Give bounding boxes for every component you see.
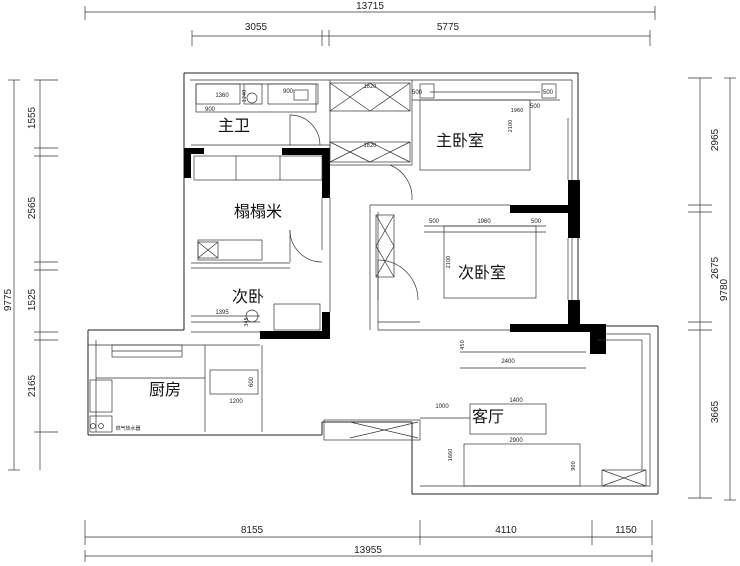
second-bedroom: 500 1960 500 2100 次卧室 <box>424 219 546 299</box>
bottom-dimensions: 8155 4110 1150 13955 <box>84 520 653 562</box>
lv-dim-2900: 2900 <box>509 438 523 444</box>
bottom-dim-2: 4110 <box>495 525 517 536</box>
mb-dim-500a: 500 <box>412 90 423 96</box>
mb-dim-500c: 500 <box>530 104 541 110</box>
interior-walls <box>88 80 573 432</box>
master-bedroom: 500 500 500 2100 1960 主卧室 <box>412 83 560 171</box>
sb-dim-2100: 2100 <box>446 256 452 269</box>
sb-dim-500b: 500 <box>531 219 542 225</box>
lv-dim-900: 900 <box>571 461 577 471</box>
bath-dim-900b: 900 <box>283 89 294 95</box>
lv-dim-2400: 2400 <box>501 359 515 365</box>
room-label-living-room: 客厅 <box>472 407 504 426</box>
room-label-small-bedroom: 次卧 <box>232 287 264 306</box>
right-dim-2: 2675 <box>710 256 721 279</box>
mb-dim-1960: 1960 <box>511 108 524 114</box>
lv-dim-1400: 1400 <box>509 398 523 404</box>
top-dimensions: 13715 3055 5775 <box>84 1 656 46</box>
living-room: 450 2400 1400 1000 2900 1660 900 客厅 <box>323 339 647 487</box>
room-label-tatami: 榻榻米 <box>234 202 282 221</box>
bottom-dim-3: 1150 <box>615 525 637 536</box>
tatami-room: 榻榻米 <box>193 155 323 261</box>
top-dim-1: 3055 <box>245 22 268 33</box>
kitchen: 600 1200 燃气热水器 厨房 <box>89 344 259 433</box>
lv-dim-1660: 1660 <box>448 449 454 462</box>
bottom-dim-1: 8155 <box>241 525 264 536</box>
lv-dim-1000: 1000 <box>435 404 449 410</box>
lv-dim-450: 450 <box>460 340 466 350</box>
left-total-dimension: 9775 <box>3 288 14 311</box>
right-dim-1: 2965 <box>710 128 721 151</box>
sb-dim-1960: 1960 <box>477 219 491 225</box>
top-total-dimension: 13715 <box>356 1 384 12</box>
sb-dim-500a: 500 <box>429 219 440 225</box>
left-dimensions: 9775 1555 2565 1525 2165 <box>3 79 58 471</box>
mb-dim-500b: 500 <box>543 90 554 96</box>
left-dim-4: 2165 <box>27 374 38 397</box>
wardrobe-dim-1820: 1820 <box>364 84 377 90</box>
left-dim-3: 1525 <box>27 288 38 311</box>
doors <box>289 114 419 301</box>
outer-walls <box>87 72 659 495</box>
room-label-second-bedroom: 次卧室 <box>458 263 506 282</box>
gas-water-heater-label: 燃气热水器 <box>115 425 140 432</box>
bath-dim-900: 900 <box>205 107 216 113</box>
wardrobe-dim-1820b: 1820 <box>364 143 377 149</box>
room-label-kitchen: 厨房 <box>149 380 181 399</box>
corridor-wardrobes: 1820 1820 <box>329 82 411 278</box>
mb-dim-2100: 2100 <box>508 120 514 133</box>
bottom-total-dimension: 13955 <box>354 545 382 556</box>
room-label-master-bath: 主卫 <box>218 116 250 135</box>
k-dim-1200: 1200 <box>229 399 243 405</box>
top-dim-2: 5775 <box>437 22 460 33</box>
left-dim-1: 1555 <box>27 106 38 129</box>
bath-dim-1360: 1360 <box>215 93 229 99</box>
structural-columns <box>184 148 606 354</box>
r-dim-345: 345 <box>244 317 250 327</box>
right-dim-3: 3665 <box>710 400 721 423</box>
left-dim-2: 2565 <box>27 196 38 219</box>
bath-dim-1240: 1240 <box>242 90 248 103</box>
r-dim-1395: 1395 <box>215 310 229 316</box>
room-label-master-bedroom: 主卧室 <box>436 131 484 150</box>
master-bath-fixtures: 1360 900 900 1240 主卫 <box>195 83 319 135</box>
right-dimensions: 2965 2675 3665 9780 <box>688 77 736 501</box>
small-bedroom: 1395 345 次卧 <box>191 287 321 331</box>
k-dim-600: 600 <box>249 376 255 387</box>
right-total-dimension: 9780 <box>719 278 730 301</box>
